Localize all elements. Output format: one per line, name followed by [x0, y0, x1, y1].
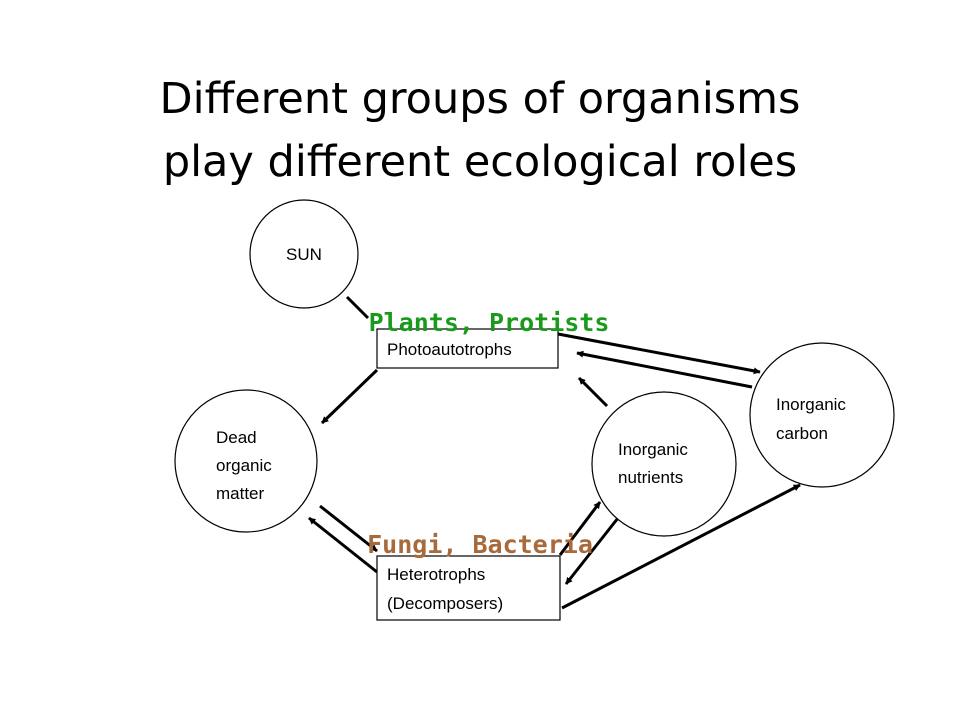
dead-matter-line-1: Dead [216, 428, 257, 447]
arrow-photoautotrophs-to-dead-matter [320, 368, 379, 425]
arrow-dead-matter-to-heterotrophs [319, 504, 378, 553]
sun-node: SUN [249, 199, 359, 309]
arrow-heterotrophs-to-nutrients [558, 501, 602, 556]
slide-title: Different groups of organisms play diffe… [0, 68, 960, 194]
sun-label: SUN [286, 245, 322, 264]
carbon-line-1: Inorganic [776, 395, 846, 414]
arrow-heterotrophs-to-carbon [561, 483, 801, 610]
inorganic-carbon-node: Inorganic carbon [749, 342, 895, 488]
photoautotrophs-label: Photoautotrophs [387, 340, 512, 359]
arrow-sun-to-photoautotrophs [345, 295, 370, 320]
heterotrophs-node: Heterotrophs (Decomposers) [376, 555, 561, 621]
decomposers-group-label: Fungi, Bacteria [367, 530, 593, 559]
dead-matter-line-2: organic [216, 456, 272, 475]
arrow-carbon-to-photoautotrophs [576, 350, 753, 389]
dead-organic-matter-node: Dead organic matter [174, 389, 318, 533]
nutrients-line-1: Inorganic [618, 440, 688, 459]
photoautotrophs-node: Photoautotrophs [376, 328, 559, 369]
inorganic-nutrients-node: Inorganic nutrients [591, 391, 737, 537]
carbon-line-2: carbon [776, 424, 828, 443]
arrow-nutrients-to-photoautotrophs [577, 376, 609, 408]
producers-group-label: Plants, Protists [369, 308, 610, 337]
dead-matter-line-3: matter [216, 484, 265, 503]
title-line-1: Different groups of organisms [159, 74, 801, 124]
title-line-2: play different ecological roles [162, 137, 798, 187]
arrow-nutrients-to-heterotrophs [564, 517, 620, 585]
arrow-heterotrophs-to-dead-matter [308, 516, 378, 574]
arrow-photoautotrophs-to-carbon [557, 332, 761, 375]
heterotrophs-line-2: (Decomposers) [387, 594, 503, 613]
nutrients-line-2: nutrients [618, 468, 683, 487]
heterotrophs-line-1: Heterotrophs [387, 565, 485, 584]
